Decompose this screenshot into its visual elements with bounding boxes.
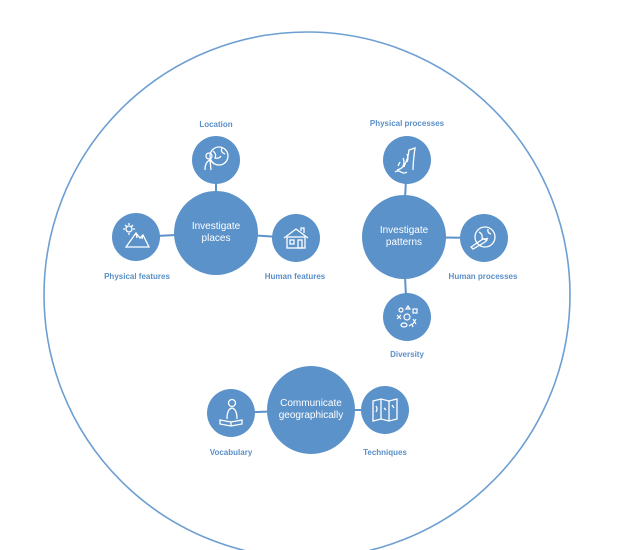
label-vocabulary: Vocabulary <box>209 448 253 457</box>
hub-investigate-places[interactable]: Investigate places <box>174 191 258 275</box>
label-techniques: Techniques <box>363 448 407 457</box>
hub-label-line2: geographically <box>278 410 344 421</box>
hub-label-line2: patterns <box>385 237 423 248</box>
mountain-icon <box>123 223 151 248</box>
node-human-processes[interactable] <box>460 214 508 262</box>
hub-label-line1: Investigate <box>191 221 241 232</box>
label-physical-processes: Physical processes <box>369 119 445 128</box>
hub-investigate-patterns[interactable]: Investigate patterns <box>362 195 446 279</box>
waterfall-icon <box>394 147 416 174</box>
node-human-features[interactable] <box>272 214 320 262</box>
node-physical-processes[interactable] <box>383 136 431 184</box>
globe-person-icon <box>204 146 229 171</box>
node-diversity[interactable] <box>383 293 431 341</box>
house-icon <box>283 227 309 249</box>
shapes-icon <box>396 304 418 328</box>
node-location[interactable] <box>192 136 240 184</box>
label-physical-features: Physical features <box>104 272 170 281</box>
label-human-processes: Human processes <box>448 272 518 281</box>
hub-communicate-geographically[interactable]: Communicate geographically <box>267 366 355 454</box>
reading-person-icon <box>219 398 243 427</box>
node-techniques[interactable] <box>361 386 409 434</box>
hub-label-line1: Communicate <box>280 398 342 409</box>
label-human-features: Human features <box>264 272 326 281</box>
outer-circle <box>43 31 571 550</box>
label-location: Location <box>199 120 233 129</box>
label-diversity: Diversity <box>390 350 424 359</box>
hub-label-line2: places <box>201 233 231 244</box>
hub-label-line1: Investigate <box>379 225 429 236</box>
map-icon <box>372 398 398 422</box>
node-vocabulary[interactable] <box>207 389 255 437</box>
globe-plane-icon <box>469 226 496 250</box>
node-physical-features[interactable] <box>112 213 160 261</box>
